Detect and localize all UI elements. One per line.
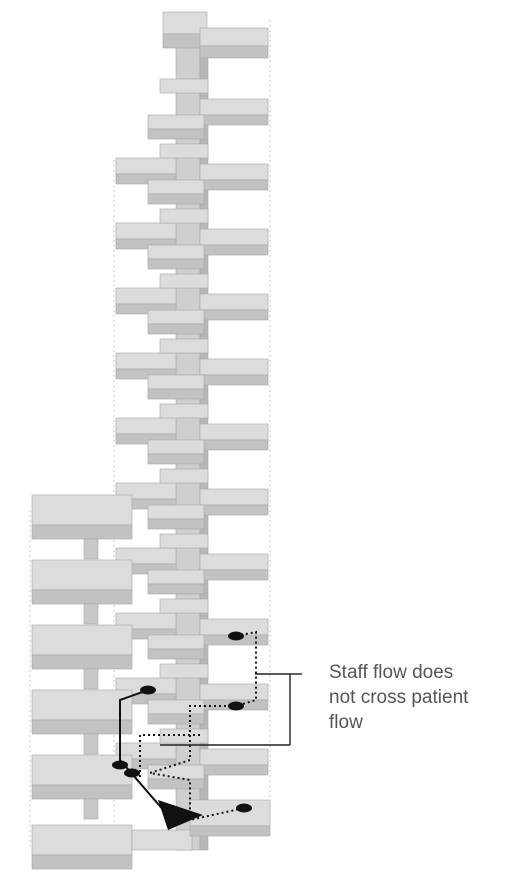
staff-flow-annotation: Staff flow does not cross patient flow — [329, 660, 519, 735]
tower-floor-3-lower-front — [148, 259, 204, 269]
tower-floor-2-lower-front — [148, 194, 204, 204]
tower-floor-2-center-top — [160, 144, 208, 158]
tower-floor-3-lower-top — [148, 245, 204, 259]
tower-floor-2-lower-top — [148, 180, 204, 194]
tower-floor-5-left-top — [116, 353, 176, 369]
tower-cap-wing — [200, 28, 268, 46]
tower-floor-2-right-front — [200, 180, 268, 190]
tower-floor-10-center-top — [160, 664, 208, 678]
base-slab-right-front — [190, 826, 270, 836]
annotation-line-2: not cross patient — [329, 685, 519, 710]
flow-node-dot — [112, 761, 128, 770]
tower-floor-4-right-front — [200, 310, 268, 320]
tower-floor-8-right-top — [200, 554, 268, 570]
annotation-line-3: flow — [329, 710, 519, 735]
tower-floor-5-lower-front — [148, 389, 204, 399]
tower-floor-3-right-top — [200, 229, 268, 245]
flow-node-dot — [236, 804, 252, 813]
tower-floor-5-right-front — [200, 375, 268, 385]
tower-floor-6-right-top — [200, 424, 268, 440]
tower-floor-7-center-top — [160, 469, 208, 483]
tower-floor-1-center-top — [160, 79, 208, 93]
podium-slab-5-front — [32, 785, 132, 799]
tower-floor-8-lower-front — [148, 584, 204, 594]
tower-floor-2-right-top — [200, 164, 268, 180]
tower-floor-4-left-top — [116, 288, 176, 304]
tower-floor-6-lower-front — [148, 454, 204, 464]
base-slab-extension — [132, 830, 192, 850]
podium-slab-1-top — [32, 495, 132, 525]
tower-floor-1-lower-front — [148, 129, 204, 139]
tower-floor-1-right-top — [200, 99, 268, 115]
podium-slab-4-front — [32, 720, 132, 734]
tower-floor-6-right-front — [200, 440, 268, 450]
podium-slab-1-column — [84, 539, 98, 559]
tower-floor-7-lower-top — [148, 505, 204, 519]
tower-floor-4-right-top — [200, 294, 268, 310]
flow-node-dot — [228, 632, 244, 641]
tower-floor-3-left-top — [116, 223, 176, 239]
tower-floor-7-right-top — [200, 489, 268, 505]
tower-floor-6-lower-top — [148, 440, 204, 454]
tower-floor-9-lower-top — [148, 635, 204, 649]
podium-slab-5-top — [32, 755, 132, 785]
tower-floor-5-center-top — [160, 339, 208, 353]
podium-slab-6-top — [32, 825, 132, 855]
tower-floor-4-lower-top — [148, 310, 204, 324]
tower-floor-11-lower-top — [148, 765, 204, 779]
tower-floor-6-center-top — [160, 404, 208, 418]
tower-floor-6-left-top — [116, 418, 176, 434]
tower-floor-11-right-top — [200, 749, 268, 765]
tower-floor-11-right-front — [200, 765, 268, 775]
tower-floor-4-center-top — [160, 274, 208, 288]
podium-slab-2-top — [32, 560, 132, 590]
tower-floor-1-lower-top — [148, 115, 204, 129]
tower-floor-8-lower-top — [148, 570, 204, 584]
flow-node-dot — [124, 769, 140, 778]
annotation-line-1: Staff flow does — [329, 660, 519, 685]
tower-floor-5-right-top — [200, 359, 268, 375]
tower-cap-wing-front — [200, 46, 268, 58]
tower-floor-8-center-top — [160, 534, 208, 548]
tower-floor-11-lower-front — [148, 779, 204, 789]
flow-node-dot — [228, 702, 244, 711]
tower-floor-3-center-top — [160, 209, 208, 223]
tower-floor-1-right-front — [200, 115, 268, 125]
podium-slab-2-front — [32, 590, 132, 604]
tower-floor-7-right-front — [200, 505, 268, 515]
tower-floor-3-right-front — [200, 245, 268, 255]
podium-slab-1-front — [32, 525, 132, 539]
building-slabs — [32, 12, 270, 869]
tower-floor-8-right-front — [200, 570, 268, 580]
tower-floor-7-lower-front — [148, 519, 204, 529]
tower-floor-9-lower-front — [148, 649, 204, 659]
podium-slab-5-column — [84, 799, 98, 819]
flow-node-dot — [140, 686, 156, 695]
podium-slab-4-column — [84, 734, 98, 754]
podium-slab-3-top — [32, 625, 132, 655]
tower-floor-5-lower-top — [148, 375, 204, 389]
tower-floor-2-left-top — [116, 158, 176, 174]
tower-floor-10-lower-front — [148, 714, 204, 724]
podium-slab-3-column — [84, 669, 98, 689]
base-slab-right — [190, 800, 270, 826]
podium-slab-6-front — [32, 855, 132, 869]
tower-floor-10-right-top — [200, 684, 268, 700]
tower-floor-4-lower-front — [148, 324, 204, 334]
tower-floor-9-center-top — [160, 599, 208, 613]
podium-slab-2-column — [84, 604, 98, 624]
podium-slab-4-top — [32, 690, 132, 720]
podium-slab-3-front — [32, 655, 132, 669]
